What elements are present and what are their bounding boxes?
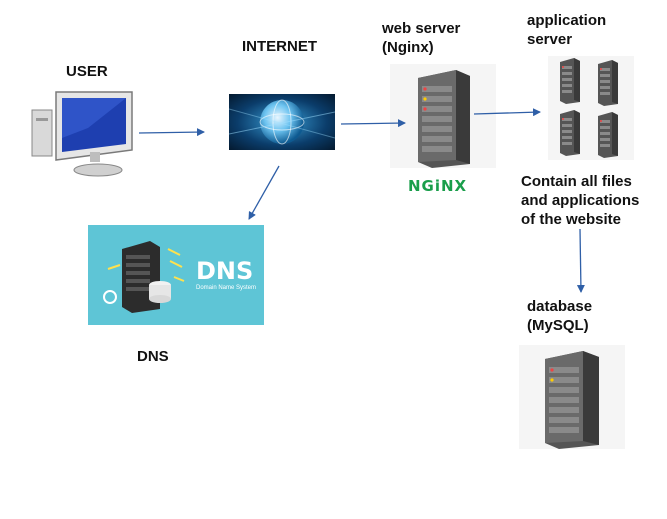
arrow-appserver-to-database — [576, 228, 585, 293]
dns-label: DNS — [137, 348, 169, 365]
dns-banner-subtitle: Domain Name System — [196, 285, 257, 291]
application-server-cluster-icon — [548, 56, 634, 160]
arrow-user-to-internet — [138, 128, 205, 137]
nginx-logo: NGiNX — [408, 177, 468, 195]
dns-banner-title: DNS — [196, 257, 254, 285]
app-server-note: Contain all files and applications of th… — [521, 173, 640, 228]
user-label: USER — [66, 63, 108, 80]
database-label: database (MySQL) — [527, 298, 593, 334]
dns-banner-image: DNS Domain Name System — [88, 225, 264, 325]
internet-globe-image — [228, 94, 336, 150]
arrow-internet-to-dns — [248, 165, 280, 220]
web-server-label: web server (Nginx) — [382, 20, 461, 56]
app-server-label: application server — [527, 12, 607, 48]
internet-label: INTERNET — [242, 38, 317, 55]
web-server-rack-icon — [390, 64, 496, 168]
user-computer-icon — [28, 88, 138, 180]
database-server-rack-icon — [519, 345, 625, 449]
